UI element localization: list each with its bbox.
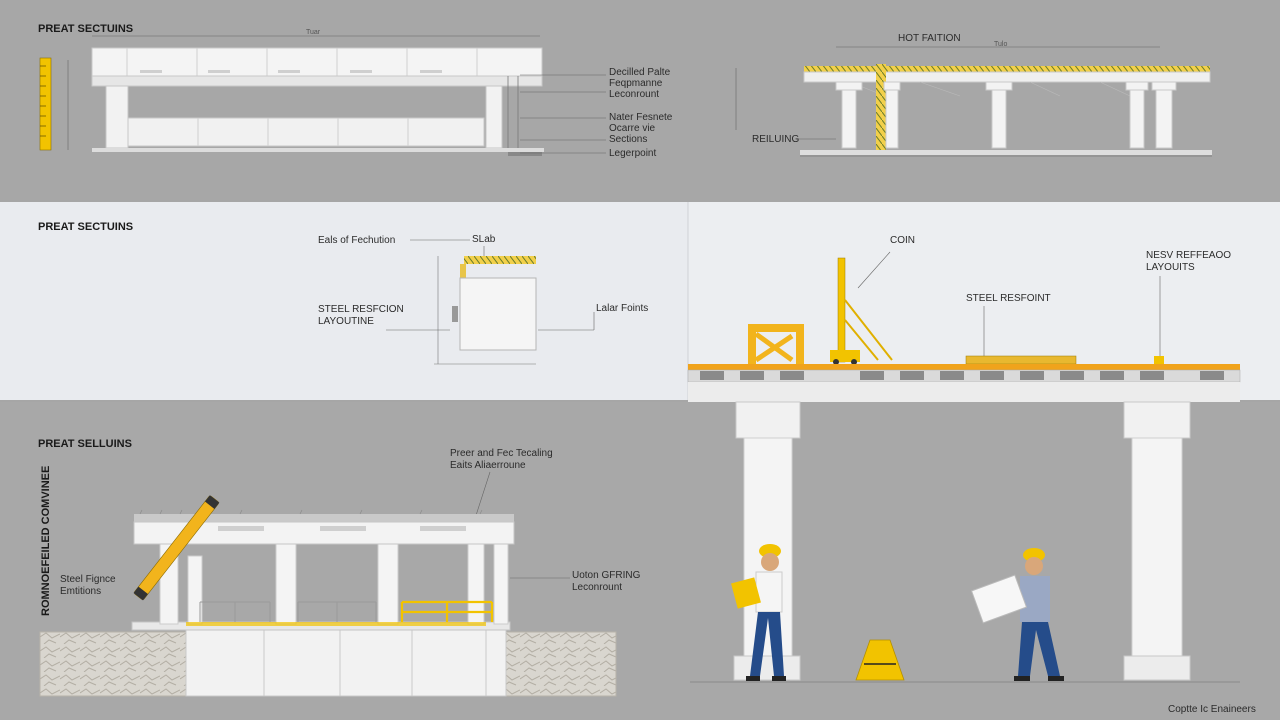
callout: SLab xyxy=(472,234,496,245)
callout: REILUING xyxy=(752,134,799,145)
precast-beam xyxy=(91,47,543,77)
callout: Decilled Palte xyxy=(609,67,671,78)
panel-title: PREAT SECTUINS xyxy=(38,23,133,35)
steel-bundle xyxy=(965,355,1077,365)
column xyxy=(105,85,129,149)
rebar-column xyxy=(876,64,886,150)
slab-rebar xyxy=(134,514,514,522)
top-right-section: HOT FAITION Tulo REILUING xyxy=(735,33,1212,157)
engineer-figure xyxy=(970,548,1064,681)
middle-right-section: COIN NESV REFFEAOO LAYOUITS STEEL RESFOI… xyxy=(687,235,1241,402)
callout: Eals of Fechution xyxy=(318,235,395,246)
callout: STEEL RESFOINT xyxy=(966,293,1051,304)
panel-title: PREAT SELLUINS xyxy=(38,438,132,450)
callout: Eaits Aliaerroune xyxy=(450,460,526,471)
engineer-figure xyxy=(731,544,786,681)
vertical-label: ROMNOEFEILED COMVINEE xyxy=(40,466,52,616)
bottom-right-section: Coptte Ic Enaineers xyxy=(690,401,1256,715)
callout: Sections xyxy=(609,134,647,145)
callout: Leconrount xyxy=(609,89,659,100)
dimension-label: Tuar xyxy=(306,29,321,36)
callout: LAYOUTINE xyxy=(318,316,374,327)
callout: LAYOUITS xyxy=(1146,262,1195,273)
slab-section xyxy=(459,277,537,351)
pier-cap xyxy=(688,382,1240,402)
callout: Emtitions xyxy=(60,586,101,597)
footer-credit: Coptte Ic Enaineers xyxy=(1168,704,1256,715)
top-band xyxy=(0,0,1280,200)
pier-column xyxy=(1131,437,1183,659)
callout: Leconrount xyxy=(572,582,622,593)
lower-slab xyxy=(127,117,485,147)
rebar-deck xyxy=(804,66,1210,72)
pier-capital xyxy=(735,401,801,439)
spirit-level-icon xyxy=(133,495,220,601)
pier-capital xyxy=(1123,401,1191,439)
stone-footing xyxy=(505,631,617,697)
callout: STEEL RESFCION xyxy=(318,304,404,315)
dimension-label: Tulo xyxy=(994,41,1007,48)
callout: Preer and Fec Tecaling xyxy=(450,448,553,459)
formwork-frame xyxy=(748,324,804,332)
safety-railing xyxy=(400,600,494,622)
callout: NESV REFFEAOO xyxy=(1146,250,1231,261)
bottom-left-section: PREAT SELLUINS ROMNOEFEILED COMVINEE Pre… xyxy=(38,438,641,697)
stone-footing xyxy=(39,631,189,697)
panel-title: PREAT SECTUINS xyxy=(38,221,133,233)
callout: Uoton GFRING xyxy=(572,570,641,581)
bridge-deck xyxy=(688,364,1240,370)
caution-sign xyxy=(855,639,905,681)
callout: Ocarre vie xyxy=(609,123,656,134)
callout: Steel Fignce xyxy=(60,574,116,585)
callout: Feqpmanne xyxy=(609,78,663,89)
crane-mast xyxy=(837,257,846,363)
panel-title: HOT FAITION xyxy=(898,33,961,44)
callout: COIN xyxy=(890,235,915,246)
middle-left-panel xyxy=(0,202,688,400)
callout: Nater Fesnete xyxy=(609,112,673,123)
ruler-icon xyxy=(39,57,52,151)
middle-left-section: PREAT SECTUINS Eals of Fechution SLab ST… xyxy=(38,221,648,365)
callout: Legerpoint xyxy=(609,148,656,159)
callout: Lalar Foints xyxy=(596,303,648,314)
slab-rebar xyxy=(464,256,536,264)
top-left-section: PREAT SECTUINS Tuar xyxy=(38,23,673,159)
